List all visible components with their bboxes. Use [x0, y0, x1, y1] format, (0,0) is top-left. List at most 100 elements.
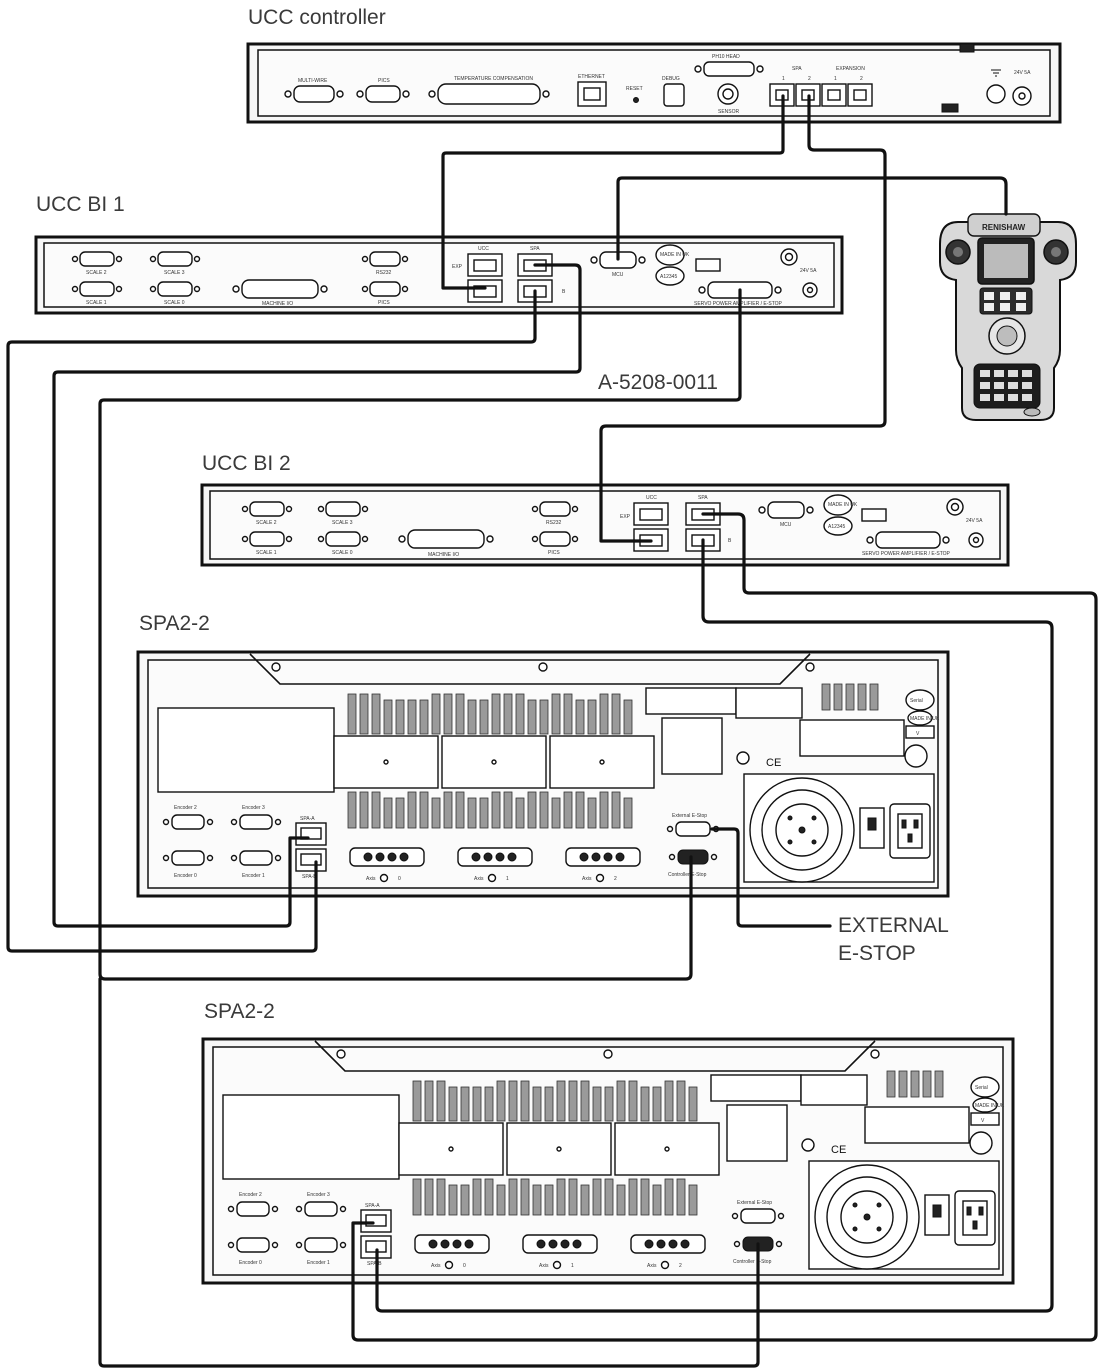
- spa-bottom-serial-text: Serial: [975, 1085, 988, 1091]
- spa-top-serial-plate: Serial MADE IN UK V: [904, 689, 940, 768]
- external-estop-label-1: EXTERNAL: [838, 914, 949, 937]
- spa-bottom-axis-2-label: Axis: [647, 1263, 657, 1269]
- bi2-mcu-port: MCU: [758, 501, 814, 528]
- controller-ethernet-port: ETHERNET: [577, 74, 607, 107]
- spa-bottom-spa-a-text: SPA-A: [365, 1203, 380, 1209]
- bi1-rs232-text: RS232: [376, 270, 392, 276]
- spa-top-axis-0-label: Axis: [366, 876, 376, 882]
- spa-bottom-fuse-block: [886, 1070, 944, 1098]
- spa-top-fan: [743, 773, 935, 883]
- cable-bi1-mcu-to-pendant: [616, 176, 1008, 261]
- controller-probe-head-text: PH10 HEAD: [712, 54, 740, 60]
- bi1-rs232-pics-ports: RS232 PICS: [361, 251, 409, 306]
- spa-bottom-controller-estop-text: Controller E-Stop: [733, 1259, 772, 1265]
- bi1-power-text: 24V 5A: [800, 268, 817, 274]
- spa-bottom-iec-inlet: [954, 1190, 996, 1246]
- bi1-made-in-uk-text: MADE IN UK: [660, 252, 690, 258]
- controller-debug-text: DEBUG: [662, 76, 680, 82]
- controller-sensor-text: SENSOR: [718, 109, 740, 115]
- controller-expansion-text: EXPANSION: [836, 66, 865, 72]
- pendant-brand-text: RENISHAW: [982, 223, 1026, 232]
- cable-bi2-spa-b-to-spa-bottom-a: [375, 538, 1054, 1313]
- spa-bottom-axis-2-num: 2: [679, 1263, 682, 1269]
- spa-top-encoder-2-text: Encoder 2: [174, 805, 197, 811]
- spa-top-encoder-1-text: Encoder 1: [242, 873, 265, 879]
- bi2-rs232-text: RS232: [546, 520, 562, 526]
- spa-top-axis-connectors: Axis 0 Axis 1 Axis 2: [349, 847, 641, 883]
- controller-expansion-ports: EXPANSION 1 2: [821, 66, 873, 107]
- controller-pics-port: PICS: [356, 78, 410, 103]
- spa-top-axis-1-label: Axis: [474, 876, 484, 882]
- bi2-scale-3-text: SCALE 3: [332, 520, 353, 526]
- bi1-ground-terminal: [780, 248, 798, 266]
- spa-bottom-ce-mark: CE: [831, 1144, 846, 1156]
- cable-controller-spa2-to-bi2-ucc: [599, 94, 887, 543]
- spa-bottom-axis-0-num: 0: [463, 1263, 466, 1269]
- bi2-made-in-uk-text: MADE IN UK: [828, 502, 858, 508]
- cable-controller-spa1-to-bi1-ucc: [441, 94, 785, 290]
- spa-top-label: SPA2-2: [139, 612, 210, 635]
- controller-debug-port: DEBUG: [662, 76, 685, 107]
- controller-reset-text: RESET: [626, 86, 643, 92]
- spa-top-iec-inlet: [889, 803, 931, 859]
- bi2-power-socket: 24V 5A: [966, 518, 984, 548]
- controller-exp-2-text: 2: [860, 76, 863, 82]
- spa-bottom-external-estop-text: External E-Stop: [737, 1200, 772, 1206]
- ucc-bi-2-unit: SCALE 2 SCALE 1 SCALE 3 SCALE 0 MACHINE …: [200, 483, 1010, 567]
- bi2-code-text: A12345: [828, 524, 845, 530]
- bi1-scale-1-text: SCALE 1: [86, 300, 107, 306]
- spa-top-v-text: V: [916, 731, 920, 737]
- spa-top-estop-ports: External E-Stop Controller E-Stop: [666, 813, 720, 878]
- spa-top-axis-1-num: 1: [506, 876, 509, 882]
- spa-bottom-heatsink: [398, 1080, 720, 1216]
- bi2-made-in-uk-badge: MADE IN UK A12345: [823, 494, 858, 536]
- bi1-scale-2-text: SCALE 2: [86, 270, 107, 276]
- bi2-spa-text: SPA: [698, 495, 708, 501]
- joystick-pendant: RENISHAW: [939, 213, 1077, 421]
- bi1-machine-io-port: MACHINE I/O: [232, 279, 328, 307]
- controller-spa-1-text: 1: [782, 76, 785, 82]
- spa-top-external-estop-text: External E-Stop: [672, 813, 707, 819]
- spa-top-heatsink: [333, 693, 655, 829]
- spa-top-unit: Serial MADE IN UK V CE: [136, 650, 950, 898]
- spa-bottom-encoder-0-text: Encoder 0: [239, 1260, 262, 1266]
- controller-multiwire-port: MULTI-WIRE: [284, 78, 344, 103]
- cables: [6, 94, 1098, 1368]
- spa-top-encoder-0-text: Encoder 0: [174, 873, 197, 879]
- spa-top-ce-mark: CE: [766, 757, 781, 769]
- spa-bottom-encoder-1-text: Encoder 1: [307, 1260, 330, 1266]
- spa-top-spa-b-text: SPA-B: [302, 874, 317, 880]
- bi1-spa-b-text: B: [562, 289, 566, 295]
- bi1-mcu-text: MCU: [612, 272, 624, 278]
- cable-part-label: A-5208-0011: [598, 371, 718, 394]
- spa-bottom-axis-1-label: Axis: [539, 1263, 549, 1269]
- spa-bottom-v-text: V: [981, 1118, 985, 1124]
- spa-top-axis-2-label: Axis: [582, 876, 592, 882]
- bi2-machine-io-port: MACHINE I/O: [398, 529, 494, 558]
- spa-top-encoder-3-text: Encoder 3: [242, 805, 265, 811]
- bi1-made-in-uk-badge: MADE IN UK A12345: [655, 244, 690, 286]
- spa-bottom-unit: Serial MADE IN UK V CE: [201, 1037, 1015, 1285]
- bi2-servo-text: SERVO POWER AMPLIFIER / E-STOP: [862, 551, 951, 557]
- bi2-power-text: 24V 5A: [966, 518, 983, 524]
- spa-bottom-encoder-ports: Encoder 2 Encoder 3 Encoder 0 Encoder 1: [227, 1192, 347, 1266]
- bi2-scale-ports: SCALE 2 SCALE 1 SCALE 3 SCALE 0: [241, 501, 369, 556]
- controller-exp-1-text: 1: [834, 76, 837, 82]
- spa-bottom-spa-ports: SPA-A SPA-B: [360, 1203, 392, 1267]
- bi2-servo-estop-port: SERVO POWER AMPLIFIER / E-STOP: [862, 531, 951, 557]
- controller-ground-terminal: [986, 69, 1006, 104]
- bi1-spa-text: SPA: [530, 246, 540, 252]
- bi2-scale-0-text: SCALE 0: [332, 550, 353, 556]
- spa-top-spa-a-text: SPA-A: [300, 816, 315, 822]
- spa-top-controller-estop-text: Controller E-Stop: [668, 872, 707, 878]
- cable-bi1-servo-to-spa-top-estop: [98, 288, 742, 981]
- spa-top-power-switch: [859, 807, 885, 849]
- spa-bottom-axis-connectors: Axis 0 Axis 1 Axis 2: [414, 1234, 706, 1270]
- ucc-bi-1-unit: SCALE 2 SCALE 1 SCALE 3 SCALE 0 MACHINE …: [34, 235, 844, 315]
- spa-bottom-serial-plate: Serial MADE IN UK V: [969, 1076, 1005, 1155]
- bi2-pics-text: PICS: [548, 550, 560, 556]
- controller-reset-button: RESET: [626, 86, 643, 103]
- bi1-scale-3-text: SCALE 3: [164, 270, 185, 276]
- cable-bi1-spa-a-to-spa-top-a: [52, 263, 582, 928]
